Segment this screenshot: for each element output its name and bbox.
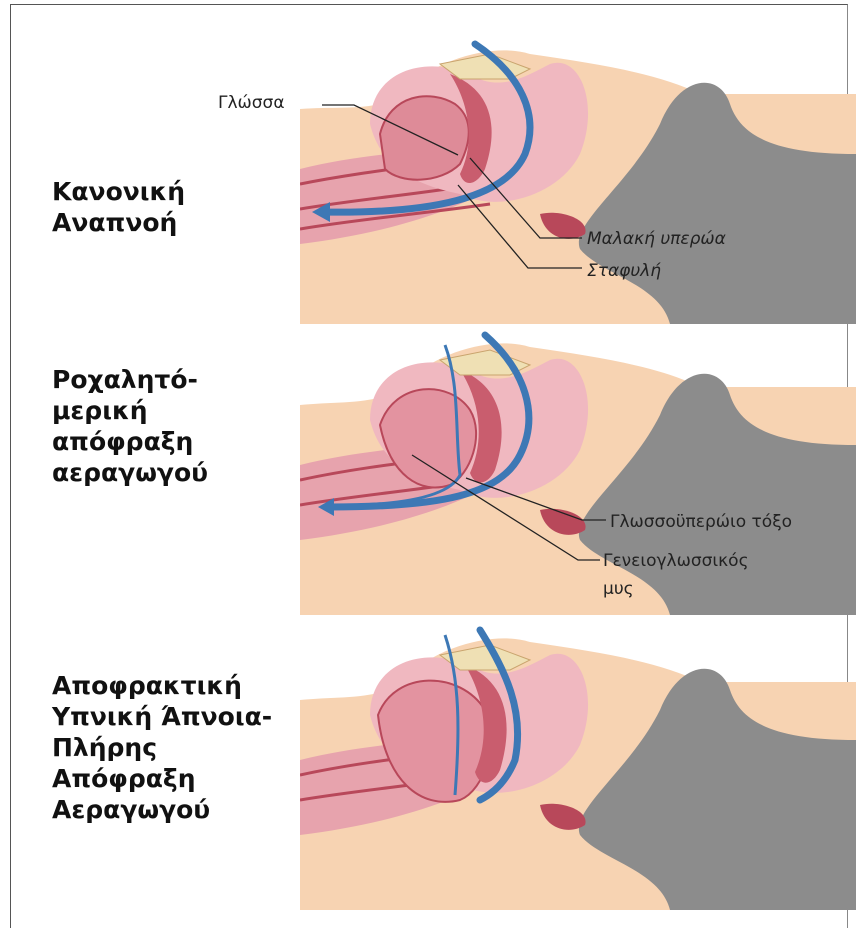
stage-title-snoring: Ροχαλητό- μερική απόφραξη αεραγωγού	[52, 364, 208, 488]
title-line: Αεραγωγού	[52, 794, 272, 825]
label-palatoglossal-arch: Γλωσσοϋπερώιο τόξο	[610, 512, 792, 532]
label-soft-palate: Μαλακή υπερώα	[587, 229, 726, 249]
stage-title-normal: Κανονική Αναπνοή	[52, 176, 185, 238]
label-genioglossus-line1: Γενειογλωσσικός	[603, 551, 749, 571]
head-illustration-normal	[300, 34, 856, 324]
stage-title-osa: Αποφρακτική Υπνική Άπνοια- Πλήρης Απόφρα…	[52, 670, 272, 825]
head-illustration-apnea	[300, 620, 856, 910]
label-tongue: Γλώσσα	[218, 93, 285, 113]
title-line: Απόφραξη	[52, 763, 272, 794]
title-line: Αποφρακτική	[52, 670, 272, 701]
head-illustration-snoring	[300, 325, 856, 615]
title-line: Υπνική Άπνοια-	[52, 701, 272, 732]
title-line: αεραγωγού	[52, 457, 208, 488]
title-line: Ροχαλητό-	[52, 364, 208, 395]
title-line: Αναπνοή	[52, 207, 185, 238]
tongue-shape	[380, 96, 469, 179]
title-line: απόφραξη	[52, 426, 208, 457]
title-line: Κανονική	[52, 176, 185, 207]
label-genioglossus-line2: μυς	[603, 579, 634, 599]
label-uvula: Σταφυλή	[587, 261, 661, 281]
title-line: μερική	[52, 395, 208, 426]
title-line: Πλήρης	[52, 732, 272, 763]
